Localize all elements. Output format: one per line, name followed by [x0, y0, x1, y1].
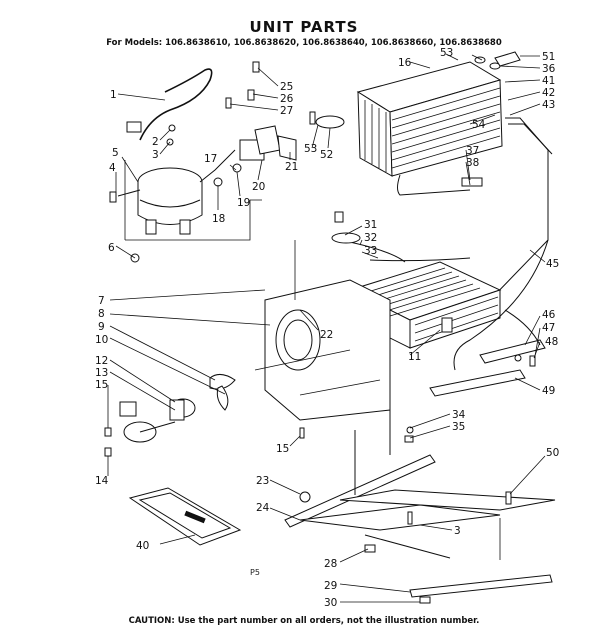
drain-pan — [128, 487, 242, 546]
callout-38: 38 — [466, 157, 479, 169]
callout-51: 51 — [542, 51, 555, 63]
callout-32: 32 — [364, 232, 377, 244]
callout-19: 19 — [237, 197, 250, 209]
callout-14: 14 — [95, 475, 109, 487]
callout-2: 2 — [152, 136, 159, 148]
base-frame — [284, 400, 556, 598]
callout-40: 40 — [136, 540, 149, 552]
callout-1: 1 — [110, 89, 117, 101]
model-numbers: For Models: 106.8638610, 106.8638620, 10… — [106, 38, 502, 48]
callout-25: 25 — [280, 81, 293, 93]
callout-35: 35 — [452, 421, 465, 433]
callout-33: 33 — [364, 245, 377, 257]
callout-30: 30 — [324, 597, 337, 609]
callout-34: 34 — [452, 409, 466, 421]
callout-24: 24 — [256, 502, 270, 514]
callout-28: 28 — [324, 558, 337, 570]
callout-6: 6 — [108, 242, 115, 254]
diagram-title: UNIT PARTS — [249, 18, 359, 36]
callout-52: 52 — [320, 149, 333, 161]
callout-labels: 1 2 3 4 5 6 7 8 9 10 11 12 13 14 15 15 1… — [95, 47, 559, 609]
callout-36: 36 — [542, 63, 556, 75]
callout-45: 45 — [546, 258, 559, 270]
callout-49: 49 — [542, 385, 555, 397]
caution-note: CAUTION: Use the part number on all orde… — [128, 616, 480, 626]
callout-31: 31 — [364, 219, 377, 231]
callout-41: 41 — [542, 75, 555, 87]
callout-15a: 15 — [95, 379, 108, 391]
callout-26: 26 — [280, 93, 294, 105]
callout-47: 47 — [542, 322, 555, 334]
callout-8: 8 — [98, 308, 105, 320]
callout-27: 27 — [280, 105, 293, 117]
callout-7: 7 — [98, 295, 105, 307]
callout-20: 20 — [252, 181, 265, 193]
callout-54: 54 — [472, 119, 486, 131]
callout-15b: 15 — [276, 443, 289, 455]
callout-12: 12 — [95, 355, 108, 367]
callout-53b: 53 — [304, 143, 317, 155]
compressor — [117, 149, 236, 235]
callout-53a: 53 — [440, 47, 453, 59]
relay-assembly — [213, 125, 297, 187]
callout-11: 11 — [408, 351, 421, 363]
condenser-coil — [356, 61, 553, 301]
callout-42: 42 — [542, 87, 555, 99]
callout-5: 5 — [112, 147, 119, 159]
callout-43: 43 — [542, 99, 555, 111]
mounting-bracket — [429, 309, 546, 397]
callout-3: 3 — [152, 149, 159, 161]
callout-4: 4 — [109, 162, 116, 174]
capillary-tube — [453, 239, 549, 371]
figure-code: P5 — [250, 568, 260, 577]
callout-46: 46 — [542, 309, 556, 321]
fan-motor-assembly — [119, 374, 236, 443]
callout-50: 50 — [546, 447, 559, 459]
discharge-tube — [139, 68, 213, 141]
callout-13: 13 — [95, 367, 108, 379]
callout-23: 23 — [256, 475, 269, 487]
callout-21: 21 — [285, 161, 298, 173]
callout-22: 22 — [320, 329, 333, 341]
callout-leaders — [107, 53, 546, 603]
callout-29: 29 — [324, 580, 337, 592]
callout-37: 37 — [466, 145, 479, 157]
callout-17: 17 — [204, 153, 217, 165]
callout-16: 16 — [398, 57, 412, 69]
callout-10: 10 — [95, 334, 108, 346]
callout-9: 9 — [98, 321, 105, 333]
callout-18: 18 — [212, 213, 225, 225]
fan-shroud — [254, 279, 391, 421]
callout-48: 48 — [545, 336, 558, 348]
callout-3b: 3 — [454, 525, 461, 537]
